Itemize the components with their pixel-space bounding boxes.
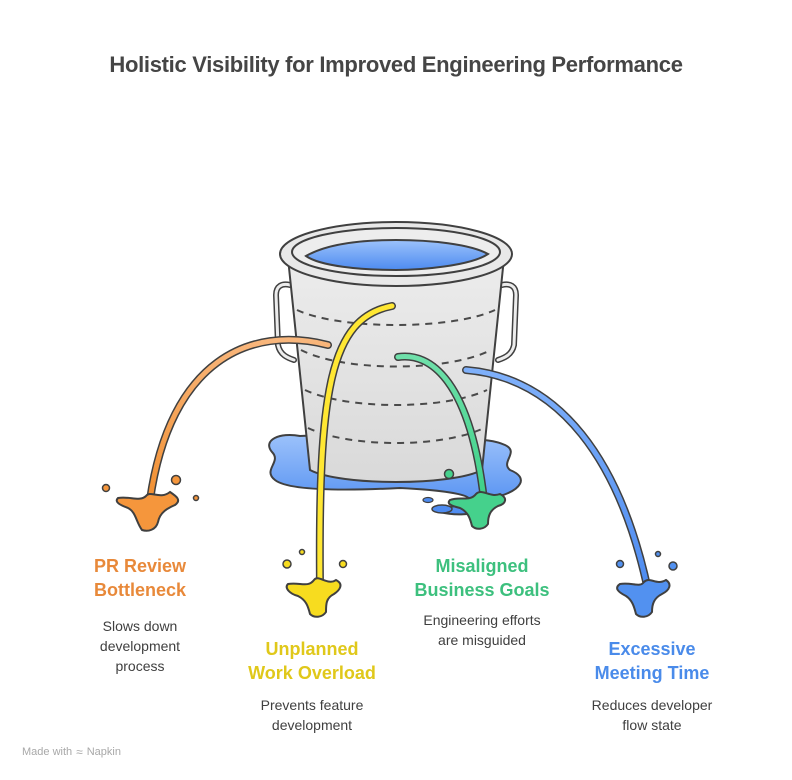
item-meeting-time-label: Excessive Meeting Time xyxy=(594,639,710,683)
item-pr-review-label: PR Review Bottleneck xyxy=(93,556,187,600)
yellow-leak-stream xyxy=(282,302,396,618)
blue-leak-stream xyxy=(462,366,678,618)
item-meeting-time-description: Reduces developer flow state xyxy=(591,697,713,733)
item-unplanned-work-description: Prevents feature development xyxy=(260,697,364,733)
page-title: Holistic Visibility for Improved Enginee… xyxy=(109,52,683,77)
orange-leak-stream xyxy=(101,335,332,532)
napkin-logo-icon: ≈ xyxy=(76,745,83,759)
footer-prefix: Made with xyxy=(22,746,73,758)
item-pr-review-description: Slows down development process xyxy=(99,618,181,674)
footer-brand: Napkin xyxy=(86,746,121,758)
item-misaligned-goals-label: Misaligned Business Goals xyxy=(414,556,550,600)
green-leak-stream xyxy=(394,352,506,530)
item-unplanned-work-label: Unplanned Work Overload xyxy=(248,639,376,683)
item-misaligned-goals-description: Engineering efforts are misguided xyxy=(423,612,541,648)
made-with-napkin-footer[interactable]: Made with ≈ Napkin xyxy=(22,745,121,759)
bucket-water-surface xyxy=(304,238,490,272)
